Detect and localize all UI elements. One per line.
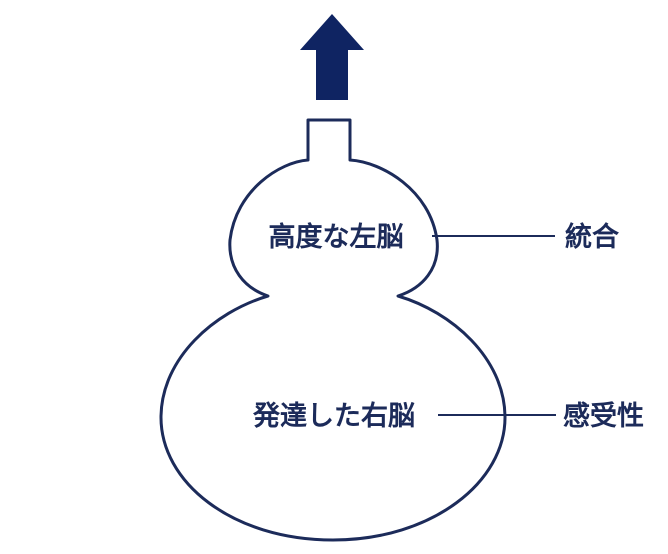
lower-bulb-label: 発達した右脳	[252, 401, 415, 432]
up-arrow-icon	[300, 14, 364, 100]
lower-callout-label: 感受性	[563, 400, 644, 432]
upper-bulb-label: 高度な左脳	[269, 221, 404, 253]
up-arrow-shape	[300, 14, 364, 100]
upper-callout-label: 統合	[565, 221, 619, 253]
gourd-outline	[159, 118, 507, 542]
